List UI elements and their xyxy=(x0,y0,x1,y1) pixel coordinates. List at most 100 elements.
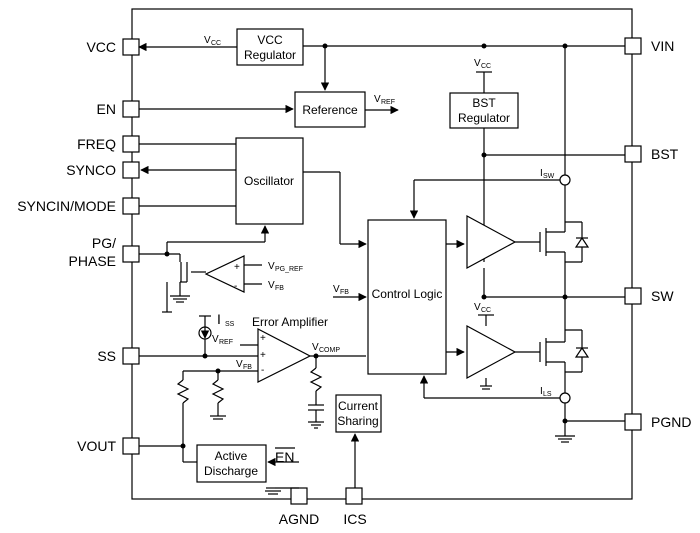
error-amplifier: Error Amplifier xyxy=(252,315,328,383)
svg-text:Current: Current xyxy=(338,399,379,413)
pin-sw: SW xyxy=(624,287,674,305)
svg-text:V: V xyxy=(474,302,481,313)
svg-text:I: I xyxy=(540,386,543,397)
pin-vin: VIN xyxy=(624,37,674,55)
svg-text:V: V xyxy=(474,58,481,69)
ils-sense xyxy=(559,392,571,404)
vcc-regulator-block: VCC Regulator xyxy=(236,28,304,66)
svg-text:SW: SW xyxy=(651,288,674,304)
pin-pg-phase: PG/ PHASE xyxy=(69,235,140,269)
pin-syncin-mode: SYNCIN/MODE xyxy=(17,197,140,215)
ea-plus-sign-2: + xyxy=(260,350,266,361)
svg-text:FB: FB xyxy=(275,285,284,292)
svg-text:SYNCO: SYNCO xyxy=(66,162,116,178)
svg-text:VIN: VIN xyxy=(651,38,674,54)
svg-text:FB: FB xyxy=(243,364,252,371)
svg-text:FREQ: FREQ xyxy=(77,136,116,152)
svg-text:PGND: PGND xyxy=(651,414,691,430)
svg-text:PG/: PG/ xyxy=(92,235,116,251)
vin-vcc-wiring xyxy=(138,42,625,115)
svg-text:EN: EN xyxy=(275,449,294,465)
svg-text:SYNCIN/MODE: SYNCIN/MODE xyxy=(17,198,116,214)
pg-wiring xyxy=(139,225,270,313)
svg-text:Error Amplifier: Error Amplifier xyxy=(252,315,328,329)
pg-plus-sign: + xyxy=(234,262,240,273)
signal-isw: I SW xyxy=(540,168,555,180)
control-logic-inputs xyxy=(333,179,565,399)
svg-text:Sharing: Sharing xyxy=(337,414,378,428)
active-discharge-block: Active Discharge xyxy=(196,444,267,483)
svg-text:V: V xyxy=(212,334,219,345)
low-side-driver xyxy=(446,314,540,390)
pg-minus-sign: - xyxy=(234,281,237,292)
svg-text:LS: LS xyxy=(543,391,552,398)
signal-bst-vcc: V CC xyxy=(474,58,491,70)
svg-text:V: V xyxy=(333,284,340,295)
svg-text:V: V xyxy=(268,261,275,272)
svg-text:PHASE: PHASE xyxy=(69,253,116,269)
pin-agnd: AGND xyxy=(279,487,319,527)
svg-text:V: V xyxy=(312,342,319,353)
signal-iss: I SS xyxy=(217,311,235,328)
oscillator-block: Oscillator xyxy=(235,137,304,225)
svg-text:EN: EN xyxy=(97,101,116,117)
pin-synco: SYNCO xyxy=(66,161,140,179)
svg-text:CC: CC xyxy=(481,307,491,314)
pin-bst: BST xyxy=(624,145,679,163)
pin-en: EN xyxy=(97,100,140,118)
pin-vout: VOUT xyxy=(77,437,140,455)
svg-text:VCC: VCC xyxy=(86,39,116,55)
svg-text:CC: CC xyxy=(211,40,221,47)
svg-text:Regulator: Regulator xyxy=(244,48,296,62)
svg-text:I: I xyxy=(217,311,221,327)
error-amp-wiring xyxy=(139,344,366,429)
svg-text:PG_REF: PG_REF xyxy=(275,266,303,273)
high-side-driver xyxy=(446,214,540,297)
pin-pgnd: PGND xyxy=(624,413,691,431)
control-logic-block: Control Logic xyxy=(367,219,447,375)
svg-text:BST: BST xyxy=(651,146,679,162)
signal-vcc-out: V CC xyxy=(204,35,221,47)
svg-text:V: V xyxy=(268,280,275,291)
signal-vref-out: V REF xyxy=(374,94,395,106)
svg-text:V: V xyxy=(236,359,243,370)
signal-vfb-ctrl: V FB xyxy=(333,284,349,296)
ea-minus-sign: - xyxy=(261,365,264,376)
isw-sense xyxy=(559,174,571,186)
pin-vcc: VCC xyxy=(86,38,140,56)
svg-text:I: I xyxy=(540,168,543,179)
signal-en-bar: EN xyxy=(275,447,295,465)
reference-block: Reference xyxy=(294,91,366,128)
signal-ls-vcc: V CC xyxy=(474,302,491,314)
low-side-mosfet xyxy=(539,329,590,393)
sw-node xyxy=(481,294,625,330)
svg-text:ICS: ICS xyxy=(343,511,366,527)
bst-regulator-block: BST Regulator xyxy=(449,92,519,129)
svg-text:CC: CC xyxy=(481,63,491,70)
svg-text:V: V xyxy=(204,35,211,46)
svg-text:VCC: VCC xyxy=(257,33,283,47)
active-discharge-wiring xyxy=(265,457,299,495)
current-sharing-block: Current Sharing xyxy=(335,394,382,433)
svg-text:FB: FB xyxy=(340,289,349,296)
svg-text:AGND: AGND xyxy=(279,511,319,527)
svg-text:V: V xyxy=(374,94,381,105)
signal-vfb-pg: V FB xyxy=(268,280,284,292)
svg-text:BST: BST xyxy=(472,96,496,110)
svg-text:Active: Active xyxy=(215,449,248,463)
svg-text:SW: SW xyxy=(543,173,555,180)
svg-text:Oscillator: Oscillator xyxy=(244,174,294,188)
svg-text:VOUT: VOUT xyxy=(77,438,116,454)
pgnd-wiring xyxy=(555,403,625,443)
svg-text:SS: SS xyxy=(97,348,116,364)
feedback-divider xyxy=(139,371,226,463)
svg-text:SS: SS xyxy=(225,321,235,328)
ea-plus-sign-1: + xyxy=(260,333,266,344)
svg-text:Reference: Reference xyxy=(302,103,358,117)
signal-ils: I LS xyxy=(540,386,552,398)
oscillator-wiring xyxy=(139,143,367,249)
svg-text:Discharge: Discharge xyxy=(204,464,258,478)
pin-freq: FREQ xyxy=(77,135,140,153)
signal-vref-ea: V REF xyxy=(212,334,233,346)
